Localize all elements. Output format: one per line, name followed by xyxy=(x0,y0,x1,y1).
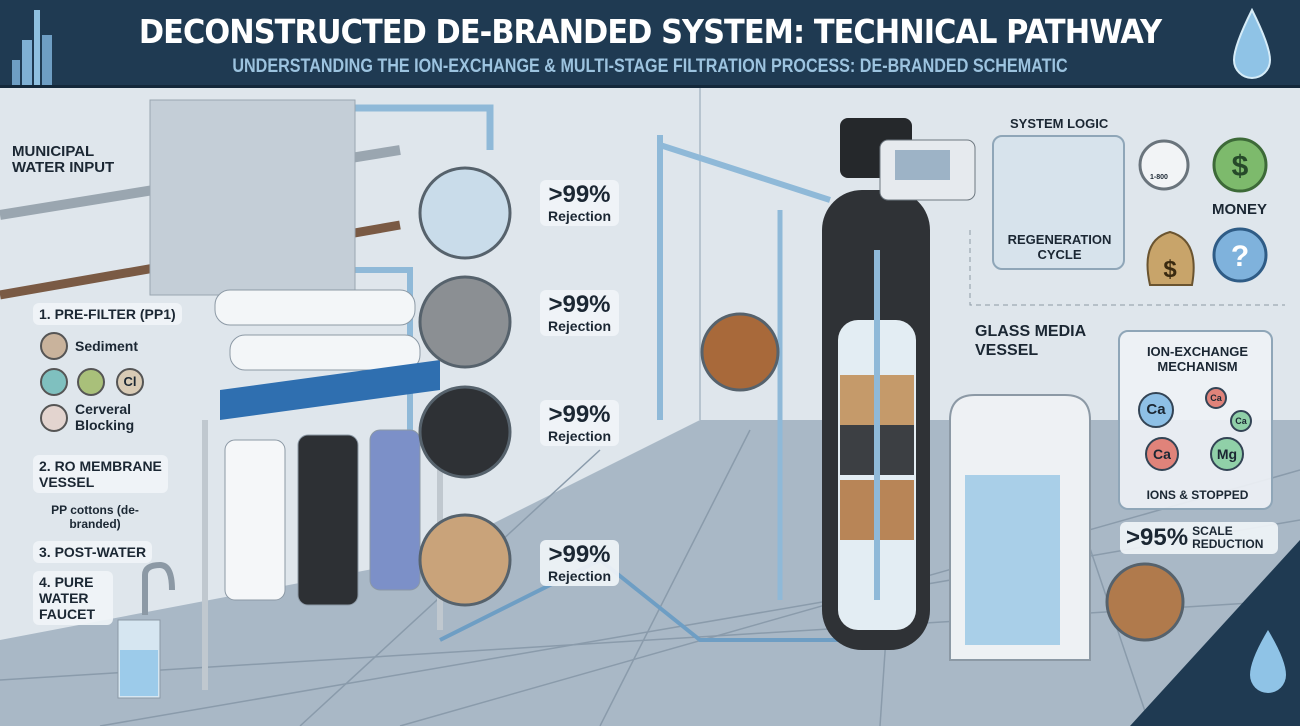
dollar-coin-icon xyxy=(1212,137,1268,193)
glass-media-vessel-label: GLASS MEDIA VESSEL xyxy=(975,323,1086,359)
water-glass xyxy=(117,619,161,699)
rejection-pct: >99% xyxy=(548,401,611,428)
city-skyline-icon xyxy=(12,10,52,85)
page-subtitle: UNDERSTANDING THE ION-EXCHANGE & MULTI-S… xyxy=(232,56,1068,77)
chlorine-icon: Cl xyxy=(116,368,144,396)
dollar-glyph: $ xyxy=(1232,150,1249,183)
ion-ca: Ca xyxy=(1230,410,1252,432)
ion-ca: Ca xyxy=(1145,437,1179,471)
ro-membrane-label: 2. RO MEMBRANE VESSEL xyxy=(33,455,168,493)
rejection-badge: >99%Rejection xyxy=(540,180,620,226)
ion-exchange-box: ION-EXCHANGE MECHANISM Ca Ca Ca Ca Mg IO… xyxy=(1118,330,1273,510)
blocked-particles-icon xyxy=(40,404,68,432)
pp-cottons-label: PP cottons (de-branded) xyxy=(51,503,139,531)
question-glyph: ? xyxy=(1231,240,1249,273)
header: DECONSTRUCTED DE-BRANDED SYSTEM: TECHNIC… xyxy=(0,0,1300,88)
gauge-label: 1-800 xyxy=(1150,174,1168,181)
brine-tank xyxy=(949,394,1091,661)
rejection-pct: >99% xyxy=(548,291,611,318)
manifold-panel xyxy=(149,99,356,296)
municipal-water-input-label: MUNICIPAL WATER INPUT xyxy=(12,143,115,176)
ceramic-media-circle xyxy=(418,513,512,607)
ion-ca: Ca xyxy=(1205,387,1227,409)
ro-filter-unit xyxy=(202,289,443,690)
faucet xyxy=(142,561,175,615)
rejection-label: Rejection xyxy=(548,318,612,334)
rejection-badge: >99%Rejection xyxy=(540,400,620,446)
pure-water-faucet-label: 4. PURE WATER FAUCET xyxy=(33,571,113,625)
post-water-label: 3. POST-WATER xyxy=(33,541,153,563)
cerveral-blocking-label: Cerveral Blocking xyxy=(75,401,135,433)
pre-filter-label: 1. PRE-FILTER (PP1) xyxy=(33,303,182,325)
system-logic-title: SYSTEM LOGIC xyxy=(1010,116,1109,131)
ion-exchange-title: ION-EXCHANGE MECHANISM xyxy=(1146,344,1249,374)
pressure-gauge-icon xyxy=(1138,139,1190,191)
salt-media-circle xyxy=(1105,562,1185,642)
money-bag-icon xyxy=(1146,230,1195,286)
rejection-pct: >99% xyxy=(548,181,611,208)
carbon-media-circle xyxy=(418,385,512,479)
softener-tank xyxy=(822,118,976,650)
dashed-connector xyxy=(969,230,1285,306)
sediment-label: Sediment xyxy=(75,338,139,354)
ion-mg: Mg xyxy=(1210,437,1244,471)
rejection-badge: >99%Rejection xyxy=(540,540,620,586)
water-drop-icon xyxy=(1232,8,1272,79)
scale-pct: >95% xyxy=(1126,524,1189,551)
page-title: DECONSTRUCTED DE-BRANDED SYSTEM: TECHNIC… xyxy=(138,12,1162,51)
money-label: MONEY xyxy=(1212,201,1268,218)
floor xyxy=(0,420,1300,726)
sediment-media-circle xyxy=(418,166,512,260)
scale-label: SCALE REDUCTION xyxy=(1192,524,1264,551)
ion-footer-label: IONS & STOPPED xyxy=(1146,488,1249,502)
system-logic-box: REGENERATION CYCLE xyxy=(992,135,1125,270)
ion-ca: Ca xyxy=(1138,392,1174,428)
rejection-pct: >99% xyxy=(548,541,611,568)
question-icon xyxy=(1212,227,1268,283)
water-drop-icon xyxy=(1250,630,1286,693)
dollar-glyph: $ xyxy=(1163,256,1177,283)
rejection-label: Rejection xyxy=(548,428,612,444)
sediment-icon xyxy=(40,332,68,360)
resin-media-circle xyxy=(700,312,780,392)
contaminant-icon xyxy=(77,368,105,396)
scale-reduction-badge: >95% SCALE REDUCTION xyxy=(1120,522,1279,554)
rejection-label: Rejection xyxy=(548,568,612,584)
regeneration-cycle-label: REGENERATION CYCLE xyxy=(1007,232,1112,262)
gravel-media-circle xyxy=(418,275,512,369)
rejection-label: Rejection xyxy=(548,208,612,224)
bacteria-icon xyxy=(40,368,68,396)
rejection-badge: >99%Rejection xyxy=(540,290,620,336)
